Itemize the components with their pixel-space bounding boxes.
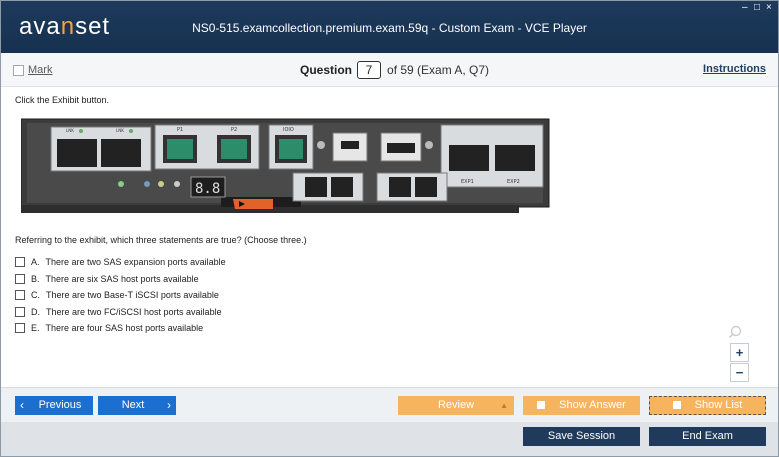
zoom-out-button[interactable]: − — [730, 363, 749, 382]
question-bar: Mark Question 7 of 59 (Exam A, Q7) Instr… — [1, 53, 778, 87]
show-list-checkbox[interactable] — [672, 401, 681, 410]
previous-button[interactable]: ‹ Previous — [15, 396, 93, 415]
show-list-label: Show List — [694, 399, 743, 411]
option-text: There are two FC/iSCSI host ports availa… — [46, 306, 222, 317]
navigation-bar: ‹ Previous Next › Review ▲ Show Answer S… — [1, 387, 778, 423]
instructions-link[interactable]: Instructions — [703, 63, 766, 75]
minimize-icon[interactable]: – — [742, 2, 748, 13]
option-c-checkbox[interactable] — [15, 290, 25, 301]
question-text: Referring to the exhibit, which three st… — [15, 235, 307, 245]
maximize-icon[interactable]: □ — [754, 2, 761, 13]
show-list-button[interactable]: Show List — [649, 396, 766, 415]
show-answer-label: Show Answer — [559, 399, 626, 411]
option-b[interactable]: B. There are six SAS host ports availabl… — [15, 271, 226, 288]
review-button[interactable]: Review ▲ — [398, 396, 514, 415]
question-total: of 59 (Exam A, Q7) — [387, 63, 490, 77]
option-e[interactable]: E. There are four SAS host ports availab… — [15, 320, 226, 337]
svg-text:P2: P2 — [231, 127, 237, 133]
svg-text:LNK: LNK — [116, 128, 124, 133]
close-icon[interactable]: × — [766, 2, 772, 13]
option-d[interactable]: D. There are two FC/iSCSI host ports ava… — [15, 304, 226, 321]
chevron-right-icon: › — [167, 398, 171, 412]
mark-checkbox[interactable]: Mark — [13, 64, 52, 76]
end-exam-button[interactable]: End Exam — [649, 427, 766, 446]
zoom-in-button[interactable]: + — [730, 343, 749, 362]
answer-options: A. There are two SAS expansion ports ava… — [15, 254, 226, 337]
save-session-button[interactable]: Save Session — [523, 427, 640, 446]
next-button[interactable]: Next › — [98, 396, 176, 415]
show-answer-button[interactable]: Show Answer — [523, 396, 640, 415]
option-text: There are four SAS host ports available — [45, 323, 204, 334]
question-number-input[interactable]: 7 — [357, 61, 382, 79]
svg-text:8.8: 8.8 — [195, 181, 220, 197]
window-title: NS0-515.examcollection.premium.exam.59q … — [192, 21, 587, 35]
mark-check-box[interactable] — [13, 64, 24, 76]
option-letter: B. — [31, 273, 40, 284]
show-answer-checkbox[interactable] — [537, 401, 546, 410]
option-e-checkbox[interactable] — [15, 323, 25, 334]
option-text: There are six SAS host ports available — [45, 273, 199, 284]
avanset-logo: avanset — [19, 13, 111, 40]
option-letter: C. — [31, 290, 40, 301]
exhibit-image: LNK LNK P1 P2 IOIO — [21, 118, 550, 213]
option-letter: A. — [31, 257, 40, 268]
question-content: Click the Exhibit button. LNK LNK P1 — [1, 87, 778, 387]
question-indicator: Question 7 of 59 (Exam A, Q7) — [300, 61, 489, 79]
svg-text:EXP1: EXP1 — [461, 179, 474, 185]
option-d-checkbox[interactable] — [15, 306, 25, 317]
option-letter: E. — [31, 323, 40, 334]
svg-text:EXP2: EXP2 — [507, 179, 520, 185]
next-label: Next — [121, 399, 145, 411]
title-bar: avanset NS0-515.examcollection.premium.e… — [1, 1, 778, 53]
chevron-left-icon: ‹ — [20, 398, 24, 412]
review-label: Review — [437, 399, 475, 411]
bottom-bar: Save Session End Exam — [1, 422, 778, 456]
option-b-checkbox[interactable] — [15, 273, 25, 284]
option-letter: D. — [31, 306, 40, 317]
caret-up-icon: ▲ — [500, 401, 508, 410]
click-exhibit-text: Click the Exhibit button. — [15, 95, 110, 105]
option-text: There are two SAS expansion ports availa… — [45, 257, 226, 268]
magnifier-icon[interactable] — [728, 325, 742, 339]
previous-label: Previous — [38, 399, 82, 411]
svg-text:IOIO: IOIO — [283, 127, 294, 133]
option-a[interactable]: A. There are two SAS expansion ports ava… — [15, 254, 226, 271]
question-label: Question — [300, 63, 353, 77]
option-c[interactable]: C. There are two Base-T iSCSI ports avai… — [15, 287, 226, 304]
option-a-checkbox[interactable] — [15, 257, 25, 268]
svg-text:LNK: LNK — [66, 128, 74, 133]
option-text: There are two Base-T iSCSI ports availab… — [46, 290, 219, 301]
svg-text:P1: P1 — [177, 127, 183, 133]
mark-label: Mark — [28, 64, 53, 76]
